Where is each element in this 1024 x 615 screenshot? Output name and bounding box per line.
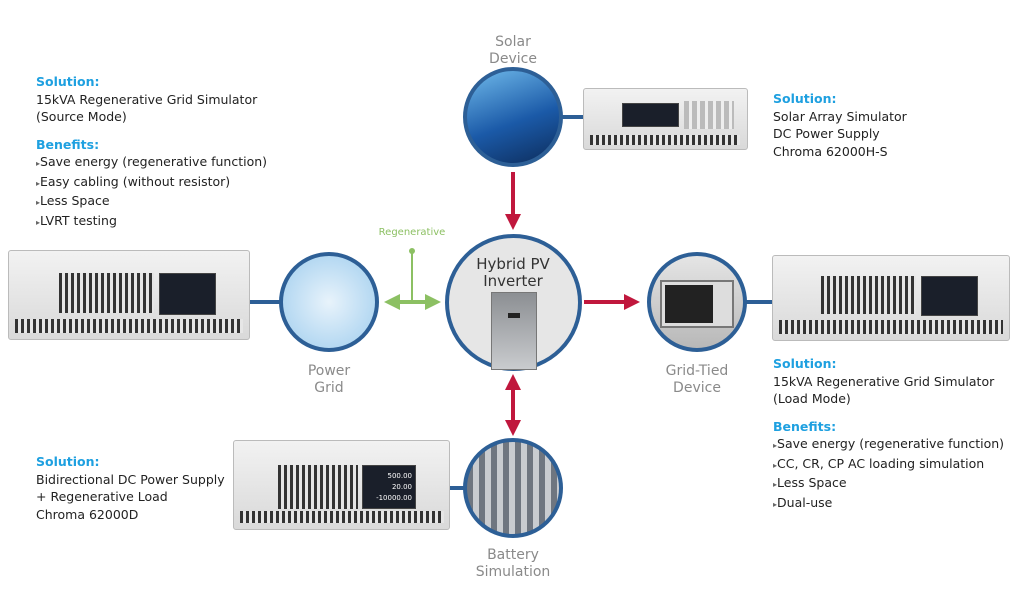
solar-array-simulator-instrument bbox=[583, 88, 748, 150]
battery-circle bbox=[463, 438, 563, 538]
solution-heading: Solution: bbox=[773, 91, 837, 106]
benefit-item: Save energy (regenerative function) bbox=[36, 153, 267, 173]
label-line: Hybrid PV bbox=[476, 255, 550, 273]
solar-circle bbox=[463, 67, 563, 167]
regenerative-label: Regenerative bbox=[378, 227, 446, 238]
label-line: Power bbox=[307, 363, 351, 379]
label-line: Simulation bbox=[475, 564, 551, 580]
solution-heading: Solution: bbox=[36, 74, 100, 89]
inverter-image bbox=[491, 292, 537, 370]
bottom-left-info: Solution: Bidirectional DC Power Supply … bbox=[36, 453, 225, 523]
benefit-item: CC, CR, CP AC loading simulation bbox=[773, 455, 1004, 475]
solution-line: 15kVA Regenerative Grid Simulator bbox=[36, 91, 258, 107]
solution-line: (Source Mode) bbox=[36, 109, 127, 124]
label-line: Battery bbox=[487, 547, 539, 563]
solution-line: Chroma 62000D bbox=[36, 506, 139, 522]
right-info: Solution: 15kVA Regenerative Grid Simula… bbox=[773, 355, 1004, 513]
benefit-item: LVRT testing bbox=[36, 212, 267, 232]
label-line: Inverter bbox=[483, 272, 543, 290]
solution-line: Chroma 62000H-S bbox=[773, 143, 888, 159]
grid-simulator-source-instrument bbox=[8, 250, 250, 340]
solution-line: + Regenerative Load bbox=[36, 489, 168, 504]
microwave-icon bbox=[660, 280, 734, 328]
display-readout: -10000.00 bbox=[376, 494, 412, 502]
label-line: Device bbox=[673, 380, 721, 396]
solution-line: DC Power Supply bbox=[773, 126, 880, 141]
label-line: Grid bbox=[314, 380, 344, 396]
solution-line: Solar Array Simulator bbox=[773, 108, 907, 124]
regenerative-dot bbox=[409, 248, 415, 254]
display-readout: 500.00 bbox=[387, 472, 413, 480]
benefit-item: Less Space bbox=[773, 474, 1004, 494]
grid-simulator-load-instrument bbox=[772, 255, 1010, 341]
benefit-item: Dual-use bbox=[773, 494, 1004, 514]
solution-heading: Solution: bbox=[773, 356, 837, 371]
top-left-info: Solution: 15kVA Regenerative Grid Simula… bbox=[36, 73, 267, 231]
top-right-info: Solution: Solar Array Simulator DC Power… bbox=[773, 90, 907, 160]
benefit-item: Less Space bbox=[36, 192, 267, 212]
label-line: Solar bbox=[495, 34, 531, 50]
benefits-heading: Benefits: bbox=[773, 418, 837, 434]
benefits-heading: Benefits: bbox=[36, 136, 100, 152]
benefit-item: Save energy (regenerative function) bbox=[773, 435, 1004, 455]
solution-line: Bidirectional DC Power Supply bbox=[36, 471, 225, 487]
power-grid-circle bbox=[279, 252, 379, 352]
solution-line: (Load Mode) bbox=[773, 391, 851, 406]
bidirectional-dc-supply-instrument: 500.00 20.00 -10000.00 bbox=[233, 440, 450, 530]
display-readout: 20.00 bbox=[391, 483, 412, 491]
solution-line: 15kVA Regenerative Grid Simulator bbox=[773, 373, 995, 389]
label-line: Device bbox=[489, 51, 537, 67]
benefit-item: Easy cabling (without resistor) bbox=[36, 173, 267, 193]
label-line: Grid-Tied bbox=[665, 363, 729, 379]
solution-heading: Solution: bbox=[36, 454, 100, 469]
